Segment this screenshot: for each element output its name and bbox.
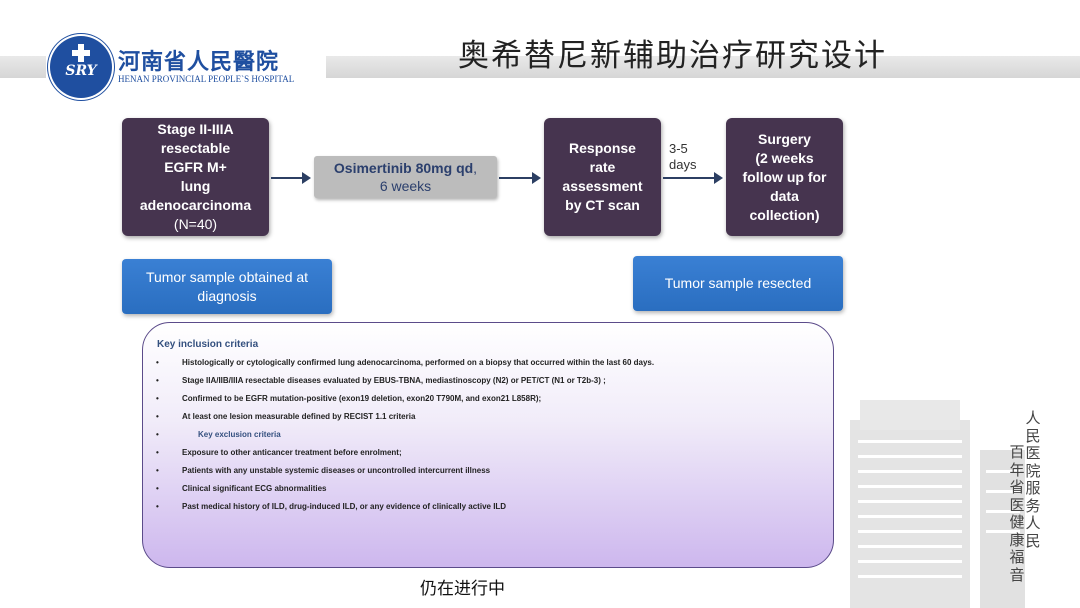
assessment-line: by CT scan <box>565 197 640 213</box>
inclusion-heading: Key inclusion criteria <box>157 339 259 350</box>
sample-size: (N=40) <box>173 216 218 232</box>
assessment-box: Response rate assessment by CT scan <box>544 118 661 236</box>
header-bar-right <box>326 56 1080 78</box>
flow-arrow <box>271 172 311 184</box>
treatment-duration: 6 weeks <box>379 178 432 194</box>
cross-icon <box>72 44 90 62</box>
surgery-box: Surgery (2 weeks follow up for data coll… <box>726 118 843 236</box>
criteria-item: Histologically or cytologically confirme… <box>155 354 825 372</box>
surgery-line: follow up for <box>742 168 827 185</box>
hospital-logo-icon: SRY <box>50 36 112 98</box>
criteria-panel: Key inclusion criteria Histologically or… <box>142 322 834 568</box>
hospital-name-cn: 河南省人民醫院 <box>118 49 280 75</box>
criteria-item: At least one lesion measurable defined b… <box>155 408 825 426</box>
criteria-item: Past medical history of ILD, drug-induce… <box>155 498 825 516</box>
assessment-line: Response <box>569 140 636 156</box>
exclusion-heading: Key exclusion criteria <box>155 426 825 444</box>
interval-label: 3-5 days <box>669 141 696 173</box>
tumor-sample-diagnosis: Tumor sample obtained at diagnosis <box>122 259 332 314</box>
population-line: lung <box>180 178 211 194</box>
flow-arrow <box>499 172 541 184</box>
criteria-list: Histologically or cytologically confirme… <box>155 354 825 516</box>
status-text: 仍在进行中 <box>420 579 505 599</box>
hospital-name-en: HENAN PROVINCIAL PEOPLE`S HOSPITAL <box>118 74 295 84</box>
slogan-column-2: 百年省医健康福音 <box>1009 443 1025 584</box>
interval-value: 3-5 <box>669 141 688 156</box>
slogan-column-1: 人民医院服务人民 <box>1025 409 1041 550</box>
interval-unit: days <box>669 157 697 172</box>
assessment-line: rate <box>589 159 616 175</box>
criteria-item: Clinical significant ECG abnormalities <box>155 480 825 498</box>
criteria-item: Stage IIA/IIB/IIIA resectable diseases e… <box>155 372 825 390</box>
flow-arrow <box>663 172 723 184</box>
population-line: EGFR M+ <box>164 159 227 175</box>
criteria-item: Exposure to other anticancer treatment b… <box>155 444 825 462</box>
slide-title: 奥希替尼新辅助治疗研究设计 <box>458 38 887 74</box>
population-line: adenocarcinoma <box>139 197 252 213</box>
drug-dose: Osimertinib 80mg qd <box>333 160 474 176</box>
surgery-line: Surgery <box>758 130 811 147</box>
assessment-line: assessment <box>562 178 643 194</box>
criteria-item: Confirmed to be EGFR mutation-positive (… <box>155 390 825 408</box>
tumor-sample-resected: Tumor sample resected <box>633 256 843 311</box>
population-line: resectable <box>160 140 231 156</box>
surgery-line: data <box>770 187 799 204</box>
logo-mark: SRY <box>65 63 97 79</box>
surgery-line: collection) <box>749 206 820 223</box>
treatment-box: Osimertinib 80mg qd, 6 weeks <box>314 156 497 198</box>
population-box: Stage II-IIIA resectable EGFR M+ lung ad… <box>122 118 269 236</box>
hospital-building-image <box>850 400 1025 608</box>
drug-comma: , <box>473 160 478 176</box>
surgery-line: (2 weeks <box>755 149 814 166</box>
header-bar-left <box>0 56 46 78</box>
criteria-item: Patients with any unstable systemic dise… <box>155 462 825 480</box>
population-line: Stage II-IIIA <box>157 121 234 137</box>
